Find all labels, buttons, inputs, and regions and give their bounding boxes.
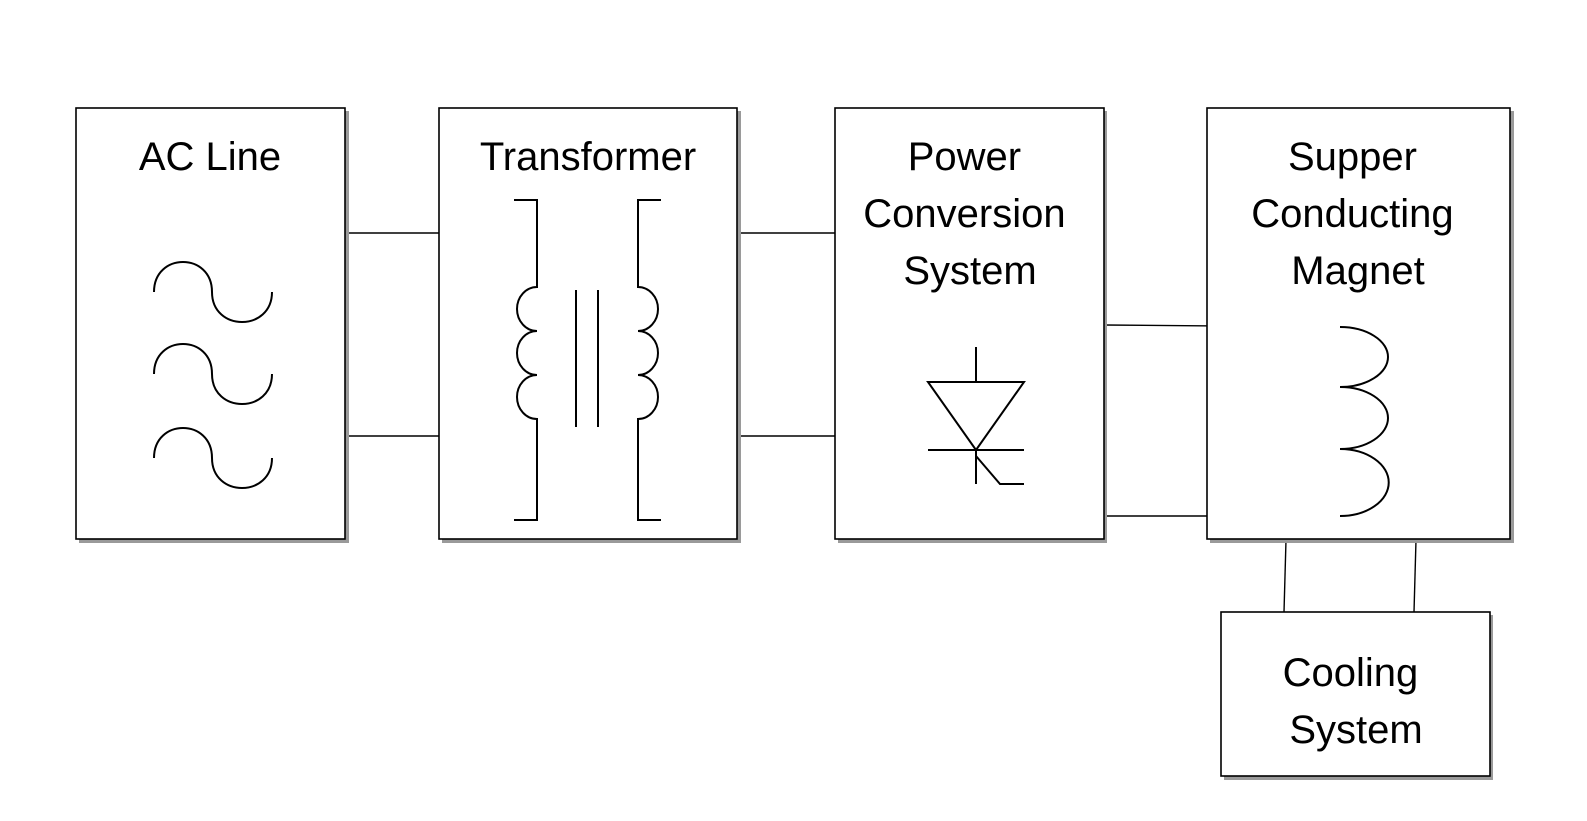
transformer-label: Transformer (480, 135, 696, 179)
transformer-block: Transformer (438, 107, 741, 543)
wire-magnet-cooling-right (1413, 539, 1417, 613)
ac-sine-wave-icon (153, 261, 273, 489)
power-conversion-block: Power Conversion System (834, 107, 1107, 543)
ac-line-block: AC Line (75, 107, 349, 543)
magnet-block: Supper Conducting Magnet (1206, 107, 1514, 543)
wire-magnet-cooling-left (1283, 539, 1287, 613)
power-conversion-label: Power Conversion System (863, 135, 1076, 293)
ac-line-label: AC Line (139, 135, 281, 179)
magnet-coil-icon (1339, 326, 1390, 517)
thyristor-icon (926, 347, 1026, 485)
cooling-system-label: Cooling System (1283, 651, 1430, 752)
cooling-system-block: Cooling System (1220, 611, 1493, 780)
magnet-label: Supper Conducting Magnet (1251, 135, 1465, 293)
transformer-coil-icon (514, 199, 661, 521)
